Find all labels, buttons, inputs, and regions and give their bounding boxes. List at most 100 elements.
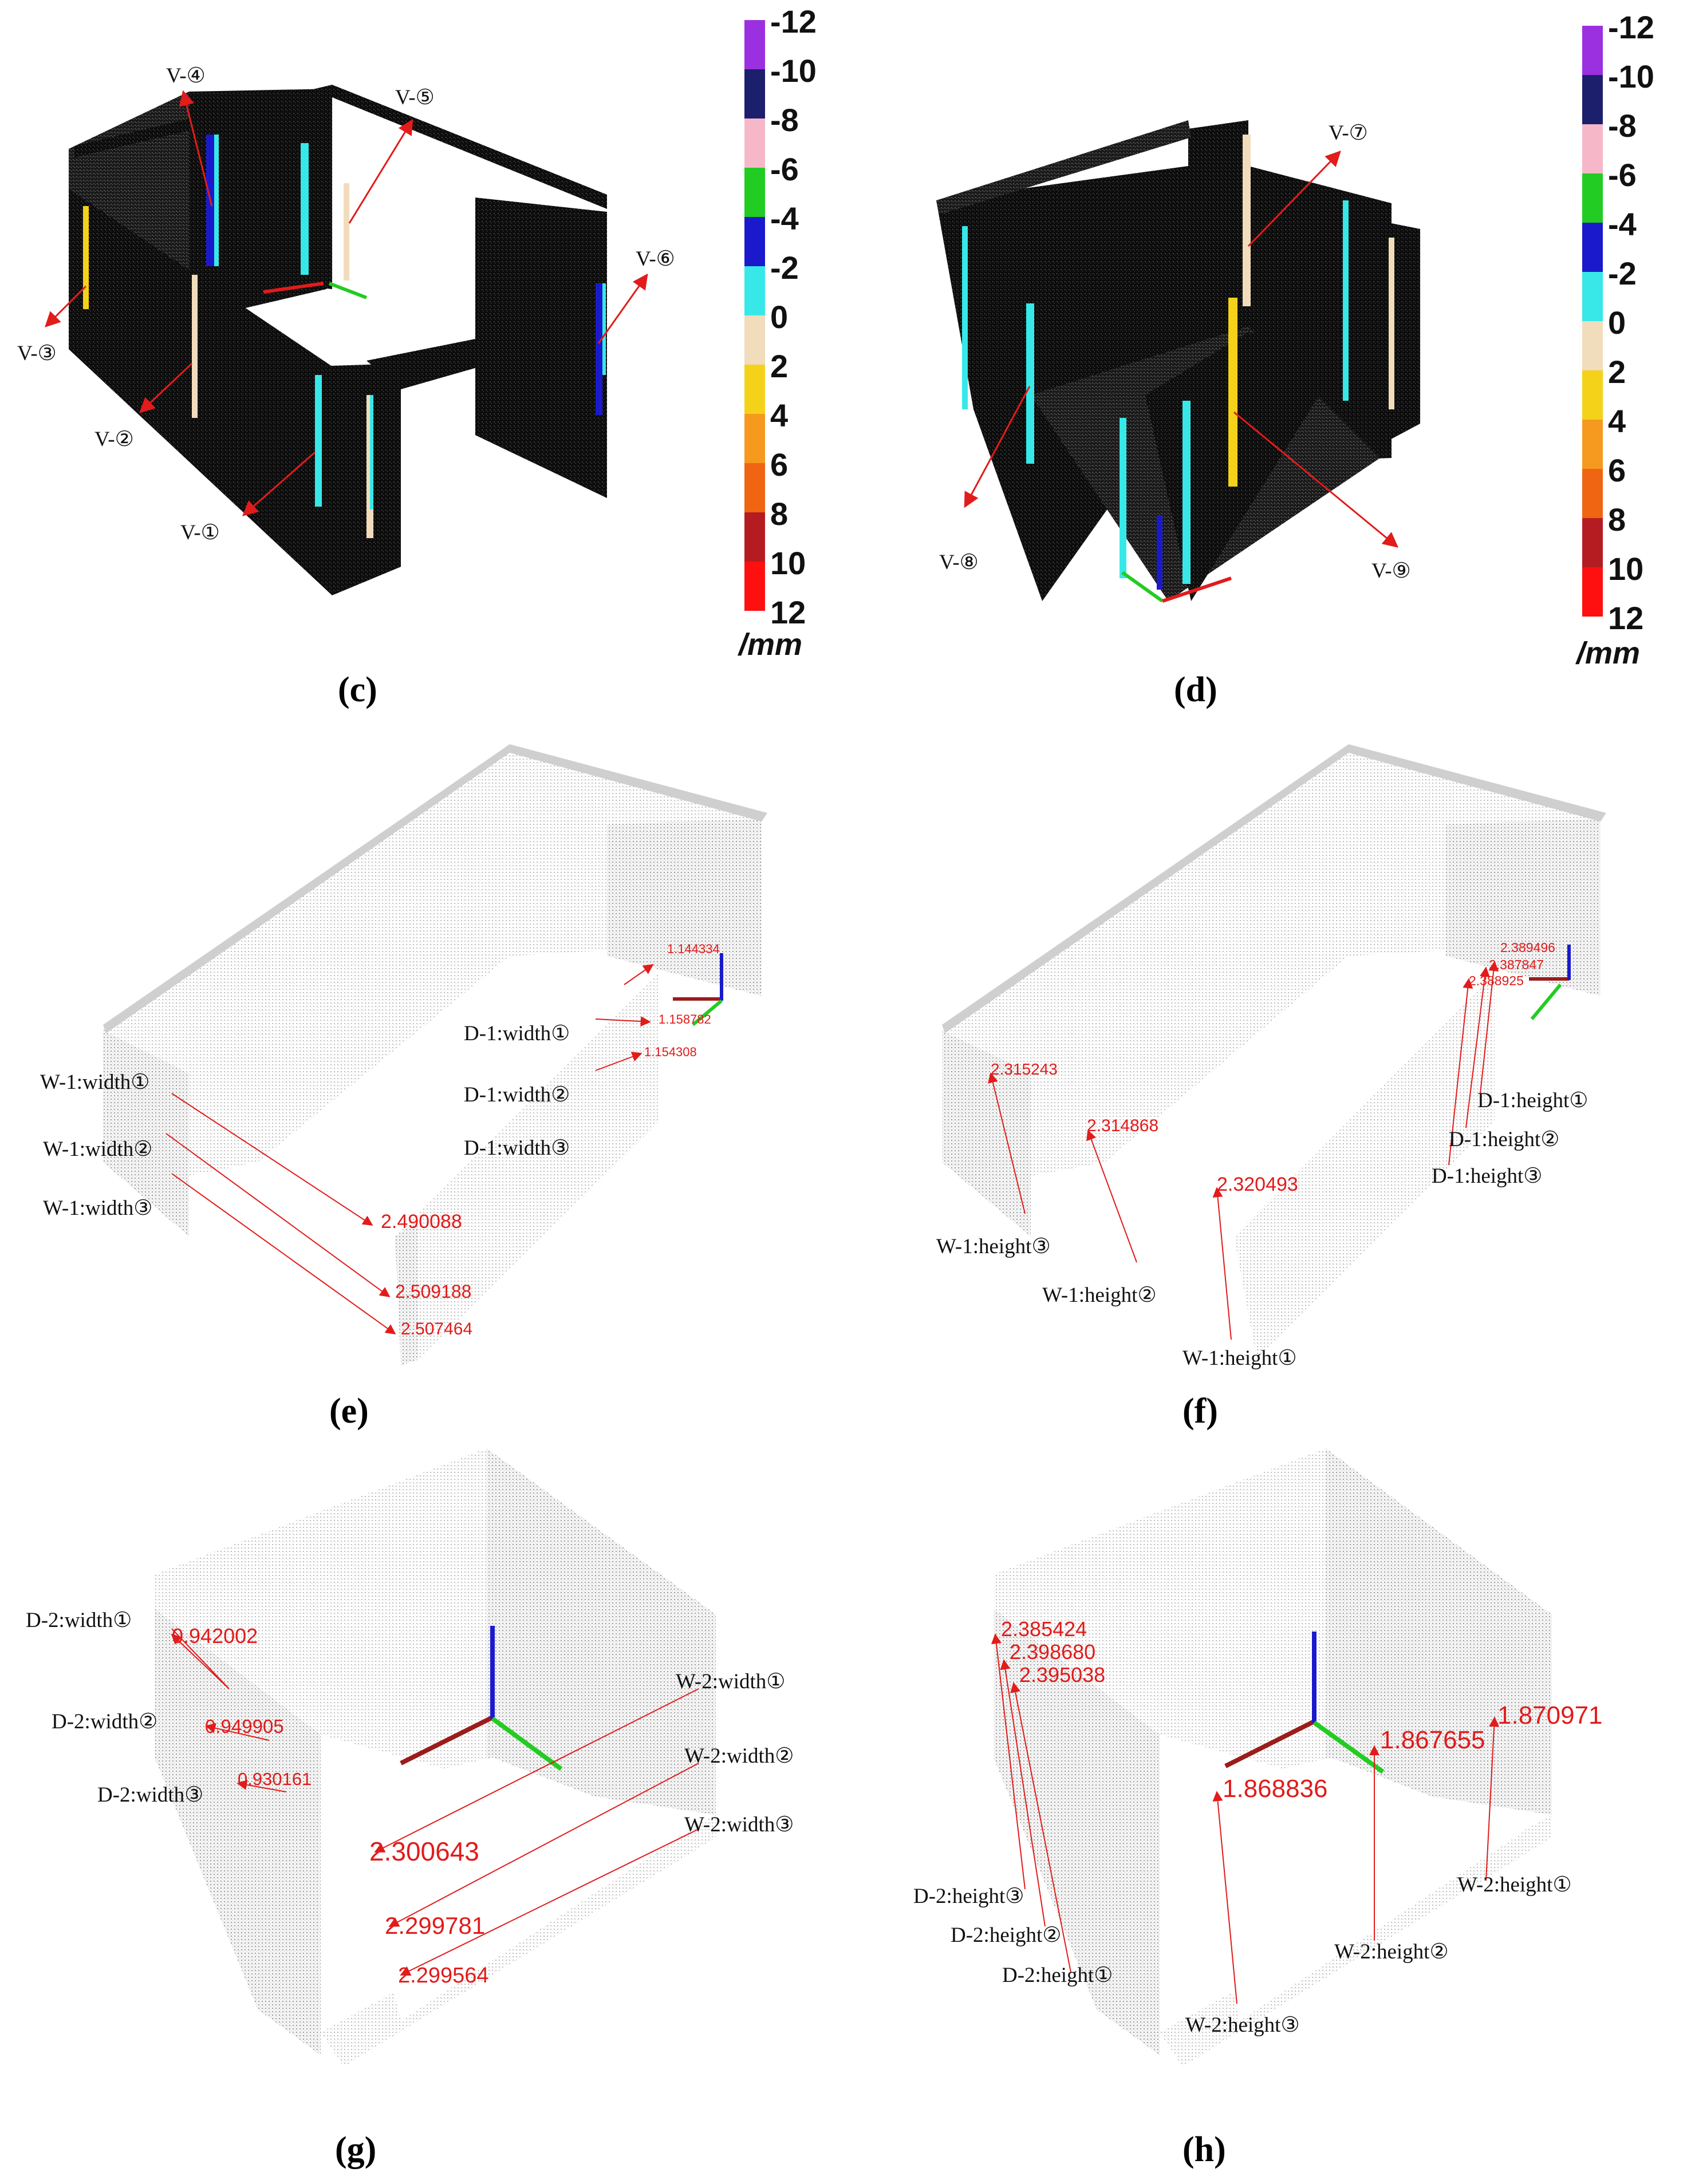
value-d1-height3: 2.388925 xyxy=(1469,973,1524,988)
colorbar-c-segment xyxy=(744,266,765,315)
strip-v3 xyxy=(83,206,89,309)
panel-label-c: (c) xyxy=(338,670,377,709)
front-long-wall xyxy=(69,189,332,595)
right-wall-h xyxy=(1326,1448,1552,1849)
colorbar-c-segment xyxy=(744,562,765,611)
value-w2-height1: 1.870971 xyxy=(1497,1701,1603,1729)
strip-v6 xyxy=(596,283,602,415)
callout-d2-height1: D-2:height① xyxy=(1002,1964,1113,1987)
leader-v2 xyxy=(139,362,193,413)
axis-red-d xyxy=(1162,576,1232,603)
colorbar-d-segment xyxy=(1582,75,1603,124)
panel-g: D-2:width① D-2:width② D-2:width③ W-2:wid… xyxy=(0,1437,848,2184)
front-right-pillar xyxy=(312,364,401,595)
callout-v5: V-⑤ xyxy=(395,86,435,109)
value-d2-width1: 0.942002 xyxy=(172,1624,258,1648)
strip-v2 xyxy=(192,275,198,418)
strip-v9 xyxy=(1228,298,1237,487)
colorbar-c-tick-label: -8 xyxy=(770,102,799,138)
callout-w1-width3: W-1:width③ xyxy=(43,1196,153,1220)
callout-d1-height2: D-1:height② xyxy=(1449,1128,1560,1151)
panel-e: W-1:width① W-1:width② W-1:width③ D-1:wid… xyxy=(0,727,848,1437)
panel-label-h: (h) xyxy=(1182,2130,1226,2169)
strip-v9c xyxy=(1157,515,1162,590)
colorbar-c-segment xyxy=(744,365,765,414)
colorbar-c-tick-label: 4 xyxy=(770,397,789,433)
header-beam xyxy=(366,338,481,389)
callout-w1-height1: W-1:height① xyxy=(1182,1346,1297,1370)
right-wall-g xyxy=(487,1448,716,1849)
leader-d1-h2 xyxy=(1465,966,1490,1128)
colorbar-c-tick-label: -4 xyxy=(770,200,799,236)
axis-green-f xyxy=(1530,984,1562,1020)
strip-v5 xyxy=(301,143,309,275)
colorbar-d-tick-label: -2 xyxy=(1608,255,1637,291)
panel-e-point-cloud xyxy=(103,744,767,1365)
colorbar-d-tick-label: 0 xyxy=(1608,305,1626,341)
colorbar-c-tick-label: 0 xyxy=(770,299,789,335)
leader-w1-1 xyxy=(171,1093,373,1226)
strip-v1 xyxy=(315,375,322,507)
strip-v1c xyxy=(370,395,373,510)
strip-v7 xyxy=(1243,135,1251,306)
leader-d2-h1 xyxy=(1010,1682,1071,1973)
leader-w1-h2 xyxy=(1086,1129,1137,1263)
front-right-wall xyxy=(395,973,659,1360)
leader-v7 xyxy=(1247,151,1341,247)
axis-green xyxy=(328,282,368,299)
leader-w1-h3 xyxy=(988,1072,1026,1214)
value-d2-width3: 0.930161 xyxy=(238,1769,312,1789)
leader-d2-h2 xyxy=(1000,1659,1046,1927)
leader-v9 xyxy=(1233,411,1399,548)
colorbar-d-segment xyxy=(1582,321,1603,370)
colorbar-d-tick-label: 10 xyxy=(1608,551,1644,587)
value-w1-height2: 2.314868 xyxy=(1087,1116,1159,1135)
colorbar-d-segment xyxy=(1582,272,1603,321)
colorbar-d-segment xyxy=(1582,173,1603,223)
callout-w2-height1: W-2:height① xyxy=(1457,1873,1572,1897)
callout-v6: V-⑥ xyxy=(636,247,675,271)
leader-v4 xyxy=(179,90,213,207)
panel-h: D-2:height③ D-2:height② D-2:height① W-2:… xyxy=(848,1437,1691,2184)
leader-w2-h1 xyxy=(1485,1716,1500,1881)
strip-v7c xyxy=(1389,238,1394,409)
value-w1-width3: 2.507464 xyxy=(401,1320,473,1338)
callout-d2-height2: D-2:height② xyxy=(951,1924,1062,1947)
callout-d1-height3: D-1:height③ xyxy=(1432,1164,1543,1188)
leader-v5 xyxy=(348,119,413,224)
long-back-wall xyxy=(103,750,510,1179)
leader-v1 xyxy=(242,451,316,516)
axis-green-h xyxy=(1312,1720,1385,1774)
value-d1-width2: 1.158782 xyxy=(659,1012,711,1026)
colorbar-d-tick-label: 4 xyxy=(1608,403,1626,439)
left-side-h xyxy=(994,1609,1160,2055)
leader-d1-1 xyxy=(624,963,654,985)
callout-w1-width2: W-1:width② xyxy=(43,1138,153,1161)
axis-green-e xyxy=(692,999,723,1026)
leader-w1-3 xyxy=(171,1173,396,1335)
colorbar-d-segment xyxy=(1582,124,1603,173)
strip-v8a xyxy=(962,226,968,409)
callout-v1: V-① xyxy=(180,521,220,544)
leader-v3 xyxy=(45,285,87,327)
strip-v5b xyxy=(344,183,349,281)
colorbar-d-segment xyxy=(1582,26,1603,75)
leader-w1-2 xyxy=(165,1133,391,1298)
colorbar-c-segment xyxy=(744,315,765,365)
long-back-wall-f xyxy=(942,750,1349,1179)
value-w1-width1: 2.490088 xyxy=(381,1211,462,1233)
value-d2-width2: 0.949905 xyxy=(205,1716,284,1737)
callout-v9: V-⑨ xyxy=(1371,559,1411,583)
colorbar-c-tick-label: 12 xyxy=(770,594,806,630)
callout-w2-width2: W-2:width② xyxy=(684,1744,794,1768)
colorbar-c-tick-label: 10 xyxy=(770,545,806,581)
value-w1-height1: 2.320493 xyxy=(1217,1174,1298,1195)
value-d2-height2: 2.398680 xyxy=(1010,1640,1096,1664)
value-w1-height3: 2.315243 xyxy=(991,1060,1058,1078)
colorbar-c-segment xyxy=(744,414,765,463)
panel-label-e: (e) xyxy=(329,1392,369,1431)
inner-floor-h xyxy=(1182,1758,1523,2021)
colorbar-c-tick-label: -6 xyxy=(770,151,799,187)
